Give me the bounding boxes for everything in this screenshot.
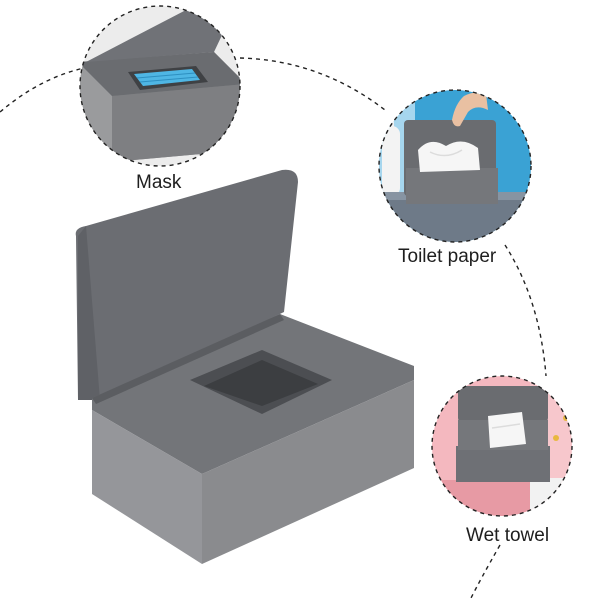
toilet-paper-inset — [378, 89, 532, 243]
mask-inset — [79, 5, 241, 167]
connector-arc-left — [0, 67, 85, 113]
connector-arc-right — [504, 244, 547, 377]
toilet-paper-label: Toilet paper — [398, 246, 497, 267]
wet-towel-inset — [431, 375, 573, 517]
box-front-right — [202, 380, 414, 564]
toilet-paper-frame-circle — [378, 89, 532, 243]
main-tissue-box — [75, 169, 414, 564]
wet-towel-frame-circle — [431, 375, 573, 517]
connector-arc-top — [239, 57, 386, 111]
connector-arc-bottom — [469, 544, 501, 600]
box-lid — [75, 169, 298, 400]
wet-towel-label: Wet towel — [466, 525, 550, 546]
mask-label: Mask — [136, 172, 182, 193]
box-front-left — [92, 410, 202, 564]
mask-frame-circle — [79, 5, 241, 167]
